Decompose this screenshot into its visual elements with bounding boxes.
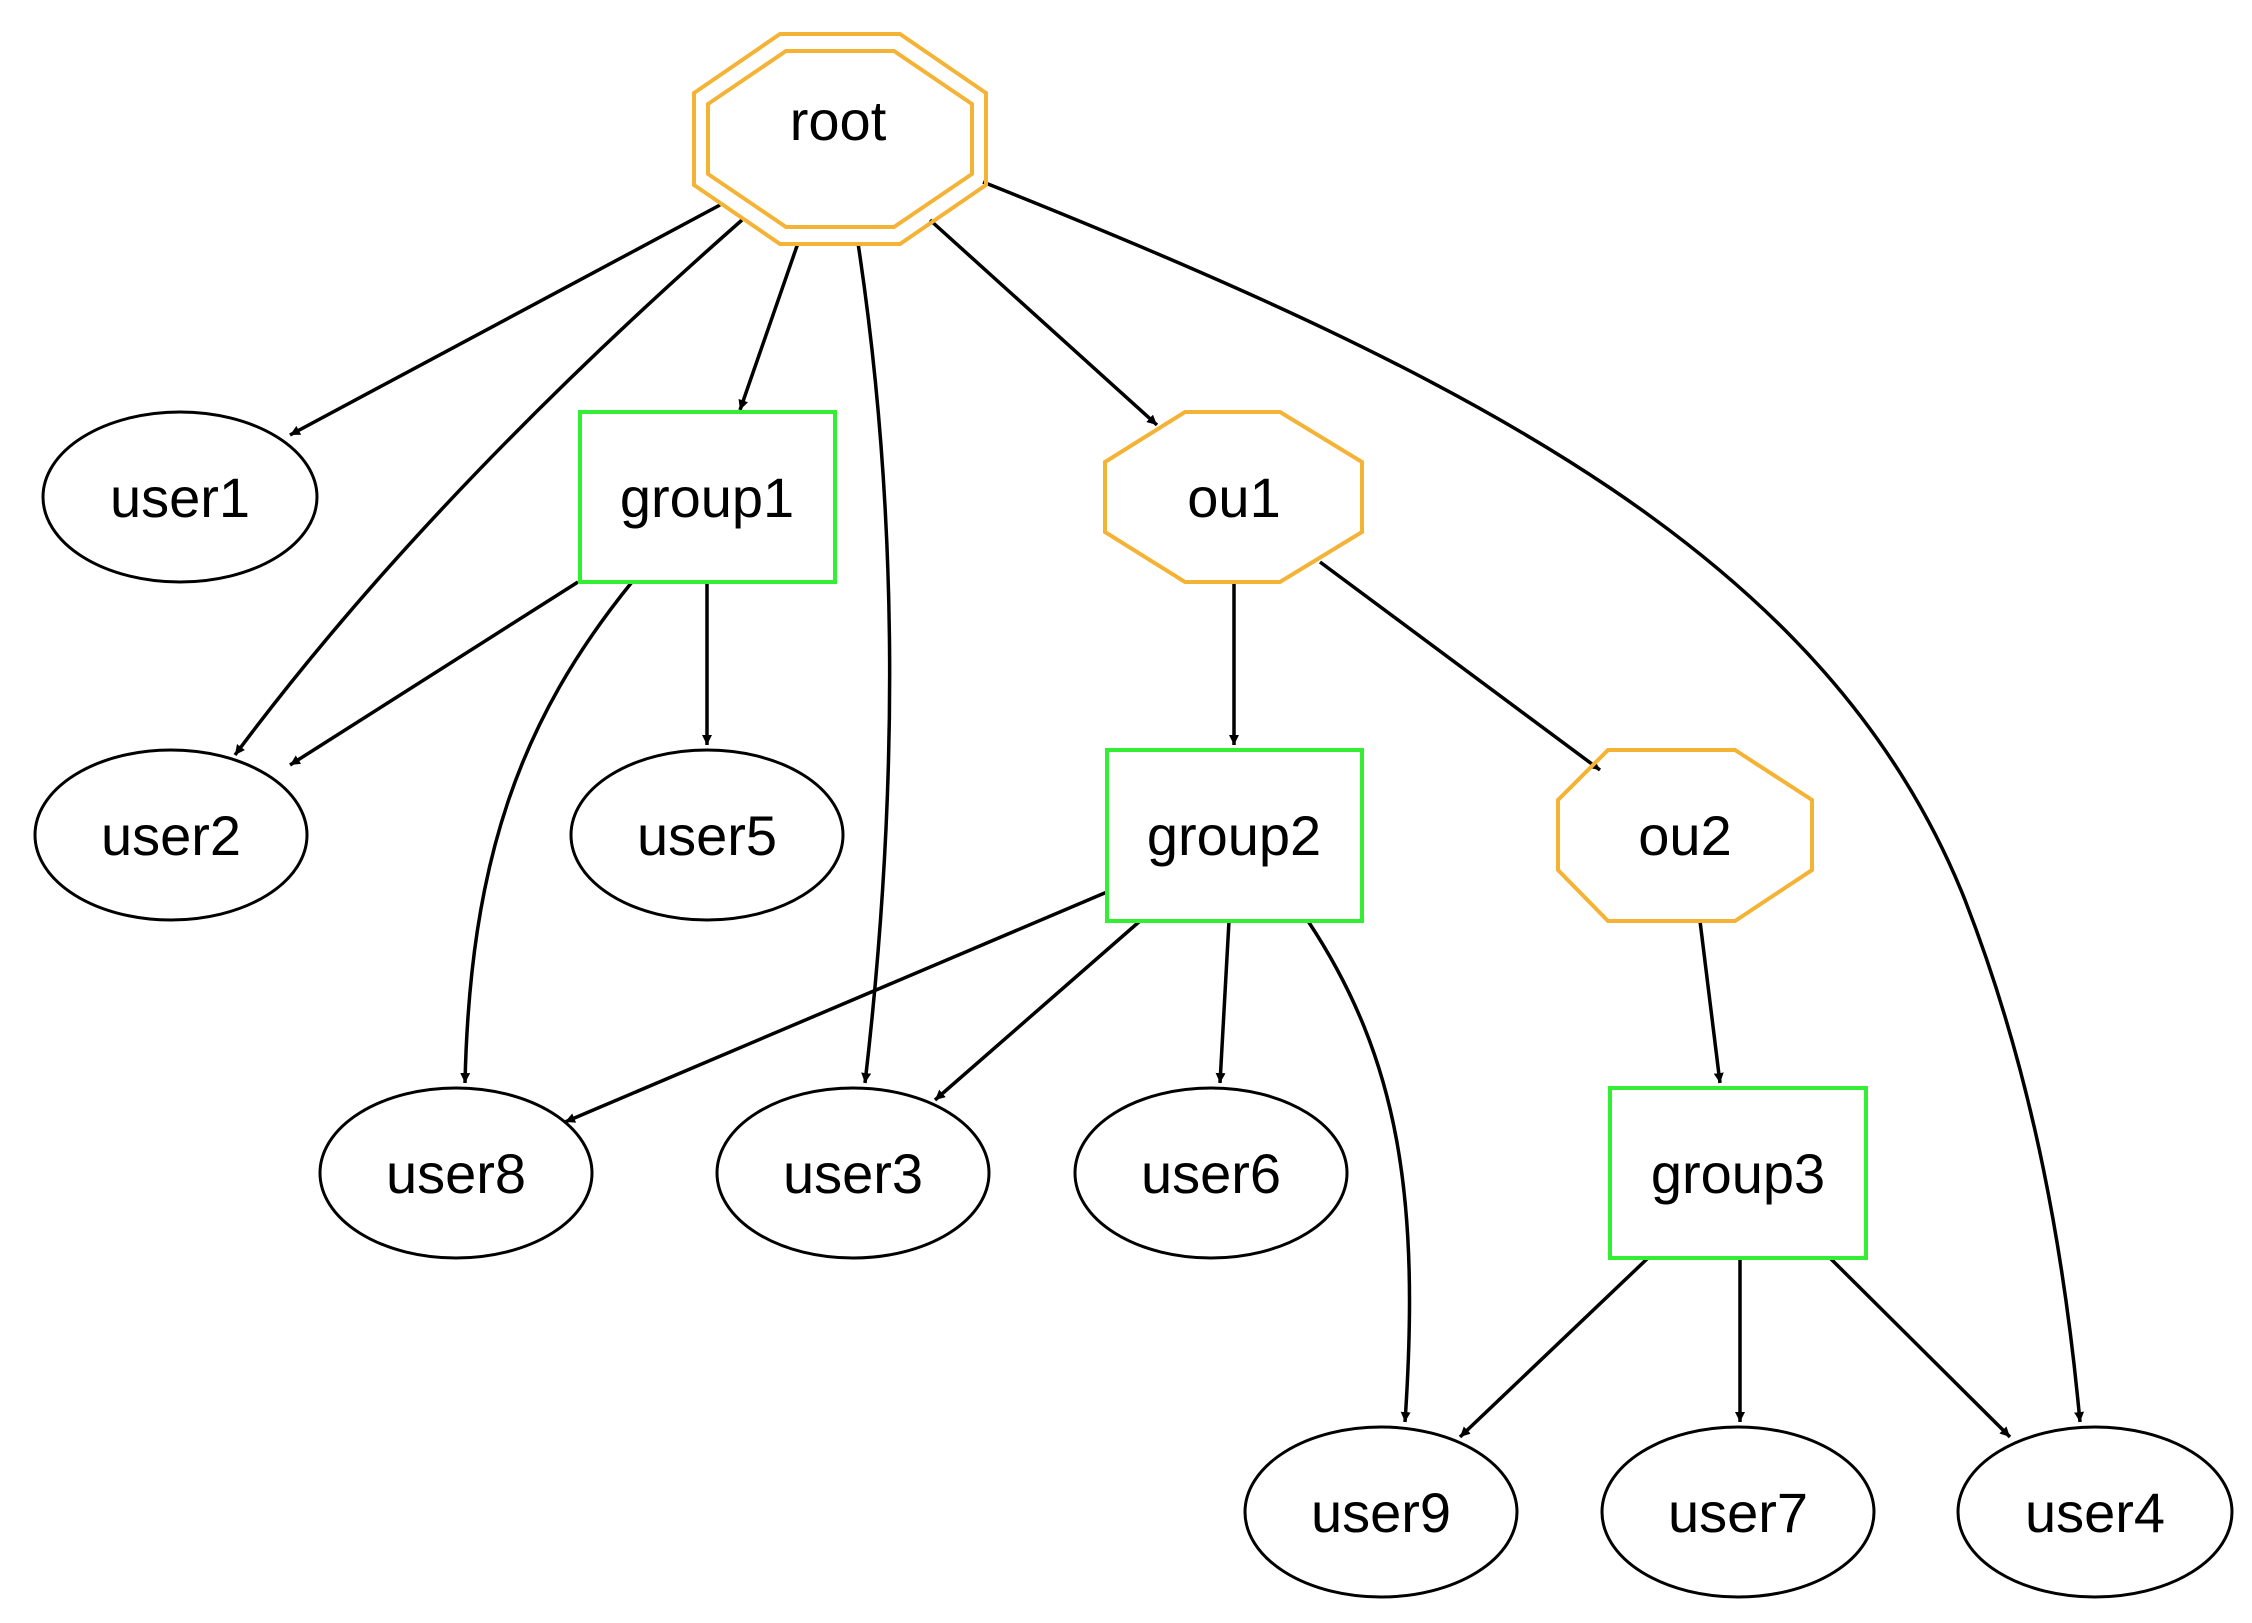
edge-group2-user8 <box>564 890 1108 1124</box>
edge-root-user4 <box>982 180 2085 1423</box>
edge-group3-user4 <box>1828 1256 2012 1439</box>
node-label: user8 <box>386 1142 526 1205</box>
node-label: ou1 <box>1187 466 1280 529</box>
node-root[interactable]: root <box>692 32 988 246</box>
node-user9[interactable]: user9 <box>1243 1425 1519 1599</box>
node-user5[interactable]: user5 <box>569 748 845 922</box>
node-label: group2 <box>1147 804 1321 867</box>
user3-ellipse <box>715 1086 991 1260</box>
node-layer: root ou1 ou2 group1 group2 group3 <box>33 32 2234 1599</box>
edge-group1-user2 <box>289 580 579 767</box>
node-user7[interactable]: user7 <box>1600 1425 1876 1599</box>
node-label: ou2 <box>1638 804 1731 867</box>
edge-ou1-ou2 <box>1318 560 1602 772</box>
node-label: user1 <box>110 466 250 529</box>
node-user2[interactable]: user2 <box>33 748 309 922</box>
edge-group2-user9 <box>1306 920 1412 1423</box>
node-user4[interactable]: user4 <box>1956 1425 2234 1599</box>
edge-root-user3 <box>856 242 892 1084</box>
ou1-octagon <box>1103 410 1364 584</box>
node-ou2[interactable]: ou2 <box>1556 748 1814 923</box>
node-group1[interactable]: group1 <box>578 410 837 584</box>
node-ou1[interactable]: ou1 <box>1103 410 1364 584</box>
node-user1[interactable]: user1 <box>41 410 319 584</box>
user7-ellipse <box>1600 1425 1876 1599</box>
edge-root-user1 <box>289 203 721 437</box>
node-label: user7 <box>1668 1481 1808 1544</box>
group2-box <box>1105 748 1364 923</box>
node-label: user4 <box>2025 1481 2165 1544</box>
node-label: user9 <box>1311 1481 1451 1544</box>
node-group2[interactable]: group2 <box>1105 748 1364 923</box>
node-label: user2 <box>101 804 241 867</box>
edge-group1-user8 <box>460 580 634 1084</box>
user5-ellipse <box>569 748 845 922</box>
edge-ou2-group3 <box>1698 920 1724 1084</box>
edge-root-user2 <box>233 218 744 757</box>
user2-ellipse <box>33 748 309 922</box>
user6-ellipse <box>1073 1086 1349 1260</box>
group1-box <box>578 410 837 584</box>
edge-root-group1 <box>738 242 800 411</box>
root-outer-octagon <box>692 32 988 246</box>
ou2-octagon <box>1556 748 1814 923</box>
user1-ellipse <box>41 410 319 584</box>
user9-ellipse <box>1243 1425 1519 1599</box>
edge-group2-user6 <box>1215 920 1231 1084</box>
node-label: root <box>790 89 887 152</box>
user8-ellipse <box>318 1086 594 1260</box>
edge-root-ou1 <box>928 218 1159 427</box>
node-label: user3 <box>783 1142 923 1205</box>
node-label: user6 <box>1141 1142 1281 1205</box>
edge-group2-user3 <box>933 919 1142 1102</box>
node-group3[interactable]: group3 <box>1608 1086 1868 1260</box>
node-label: group1 <box>620 466 794 529</box>
user4-ellipse <box>1956 1425 2234 1599</box>
edge-layer <box>233 180 2085 1439</box>
node-label: user5 <box>637 804 777 867</box>
node-user8[interactable]: user8 <box>318 1086 594 1260</box>
node-user3[interactable]: user3 <box>715 1086 991 1260</box>
edge-group3-user9 <box>1458 1256 1650 1439</box>
group3-box <box>1608 1086 1868 1260</box>
node-user6[interactable]: user6 <box>1073 1086 1349 1260</box>
root-inner-octagon <box>706 49 974 229</box>
node-label: group3 <box>1651 1142 1825 1205</box>
